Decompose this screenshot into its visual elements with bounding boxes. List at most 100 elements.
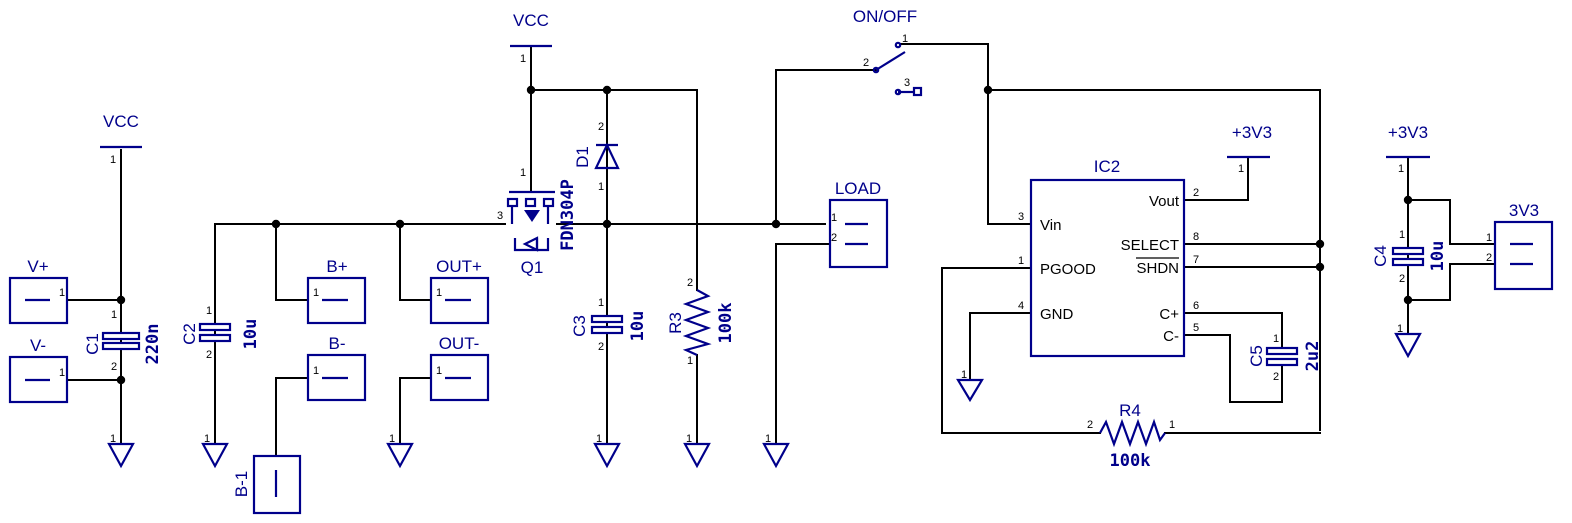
svg-text:1: 1 (1018, 255, 1024, 267)
svg-text:1: 1 (598, 297, 604, 309)
svg-text:1: 1 (436, 287, 442, 299)
mosfet-q1: Q1 FDN304P 1 3 (497, 167, 578, 277)
svg-text:2: 2 (206, 349, 212, 361)
capacitor-c1: C1 220n 1 2 (83, 309, 163, 373)
connector-vplus: V+ 1 (8, 257, 69, 325)
connector-outplus: OUT+ 1 (429, 257, 490, 325)
svg-text:3: 3 (1018, 211, 1024, 223)
svg-text:1: 1 (598, 181, 604, 193)
svg-text:FDN304P: FDN304P (558, 179, 578, 251)
junctions (116, 85, 1413, 385)
svg-text:1: 1 (111, 309, 117, 321)
diode-d1: D1 2 1 (573, 121, 620, 193)
svg-text:1: 1 (1397, 323, 1403, 335)
svg-text:1: 1 (204, 433, 210, 445)
svg-text:1: 1 (59, 287, 65, 299)
svg-text:7: 7 (1193, 254, 1199, 266)
svg-text:2: 2 (863, 57, 869, 69)
svg-text:1: 1 (389, 433, 395, 445)
svg-text:V+: V+ (27, 257, 48, 276)
svg-text:5: 5 (1193, 322, 1199, 334)
svg-text:C+: C+ (1159, 306, 1179, 323)
svg-text:C4: C4 (1371, 245, 1390, 267)
svg-text:1: 1 (313, 287, 319, 299)
svg-text:3: 3 (904, 77, 910, 89)
svg-text:+3V3: +3V3 (1388, 123, 1428, 142)
connector-bplus: B+ 1 (306, 257, 367, 325)
svg-text:100k: 100k (1110, 451, 1151, 471)
svg-text:6: 6 (1193, 300, 1199, 312)
svg-text:1: 1 (596, 433, 602, 445)
svg-text:SHDN: SHDN (1136, 260, 1179, 277)
svg-text:2: 2 (831, 232, 837, 244)
connector-3v3: 3V3 1 2 (1486, 201, 1554, 291)
svg-text:D1: D1 (573, 146, 592, 168)
svg-text:C2: C2 (180, 323, 199, 345)
svg-text:B+: B+ (326, 257, 347, 276)
svg-text:R3: R3 (666, 312, 685, 334)
svg-text:B-1: B-1 (232, 471, 251, 497)
p3v3-right-symbol: +3V3 1 (1386, 123, 1430, 175)
svg-text:GND: GND (1040, 306, 1074, 323)
svg-text:OUT+: OUT+ (436, 257, 482, 276)
svg-text:PGOOD: PGOOD (1040, 261, 1096, 278)
resistor-r4: R4 100k 2 1 (1087, 401, 1175, 471)
ic2: IC2 Vin PGOOD GND Vout SELECT SHDN C+ C-… (1018, 157, 1199, 358)
svg-text:1: 1 (687, 355, 693, 367)
svg-text:1: 1 (1169, 419, 1175, 431)
svg-text:1: 1 (1486, 232, 1492, 244)
svg-text:B-: B- (329, 334, 346, 353)
svg-text:C1: C1 (83, 333, 102, 355)
wires (66, 43, 1498, 459)
svg-text:1: 1 (686, 433, 692, 445)
connector-load: LOAD 1 2 (828, 179, 889, 269)
svg-text:1: 1 (831, 212, 837, 224)
svg-text:10u: 10u (241, 319, 261, 350)
svg-text:1: 1 (59, 367, 65, 379)
svg-text:+3V3: +3V3 (1232, 123, 1272, 142)
svg-text:1: 1 (765, 433, 771, 445)
svg-text:8: 8 (1193, 231, 1199, 243)
svg-text:1: 1 (206, 305, 212, 317)
capacitor-c5: C5 2u2 1 2 (1247, 333, 1323, 383)
svg-text:2: 2 (1193, 187, 1199, 199)
svg-text:1: 1 (961, 369, 967, 381)
svg-text:1: 1 (436, 365, 442, 377)
connector-b1: B-1 (232, 454, 302, 515)
vcc-top-symbol: VCC 1 (510, 11, 552, 65)
svg-text:2: 2 (687, 277, 693, 289)
svg-text:C3: C3 (570, 315, 589, 337)
svg-text:1: 1 (1399, 229, 1405, 241)
capacitor-c3: C3 10u 1 2 (570, 297, 648, 353)
svg-text:3: 3 (497, 210, 503, 222)
svg-text:2: 2 (1087, 419, 1093, 431)
svg-text:IC2: IC2 (1094, 157, 1120, 176)
svg-text:C5: C5 (1247, 345, 1266, 367)
ground-symbols: 1 1 1 1 1 1 1 1 (107, 323, 1422, 469)
p3v3-ic-symbol: +3V3 1 (1227, 123, 1272, 175)
svg-text:10u: 10u (628, 311, 648, 342)
svg-text:Q1: Q1 (521, 258, 544, 277)
svg-text:R4: R4 (1119, 401, 1141, 420)
svg-text:2u2: 2u2 (1303, 341, 1323, 372)
switch-onoff: ON/OFF 1 2 3 (853, 7, 923, 97)
svg-text:1: 1 (902, 33, 908, 45)
connector-vminus: V- 1 (8, 336, 69, 404)
svg-text:10u: 10u (1428, 241, 1448, 272)
svg-text:1: 1 (520, 167, 526, 179)
svg-text:V-: V- (30, 336, 46, 355)
svg-text:2: 2 (1486, 252, 1492, 264)
svg-text:VCC: VCC (103, 112, 139, 131)
svg-text:1: 1 (1238, 163, 1244, 175)
connector-outminus: OUT- 1 (429, 334, 490, 402)
svg-text:2: 2 (1399, 273, 1405, 285)
svg-text:OUT-: OUT- (439, 334, 480, 353)
svg-text:VCC: VCC (513, 11, 549, 30)
svg-text:2: 2 (598, 121, 604, 133)
svg-text:1: 1 (313, 365, 319, 377)
vcc-left-symbol: VCC 1 (100, 112, 142, 166)
svg-text:C-: C- (1163, 328, 1179, 345)
resistor-r3: R3 100k 2 1 (666, 277, 736, 367)
svg-text:Vin: Vin (1040, 217, 1061, 234)
